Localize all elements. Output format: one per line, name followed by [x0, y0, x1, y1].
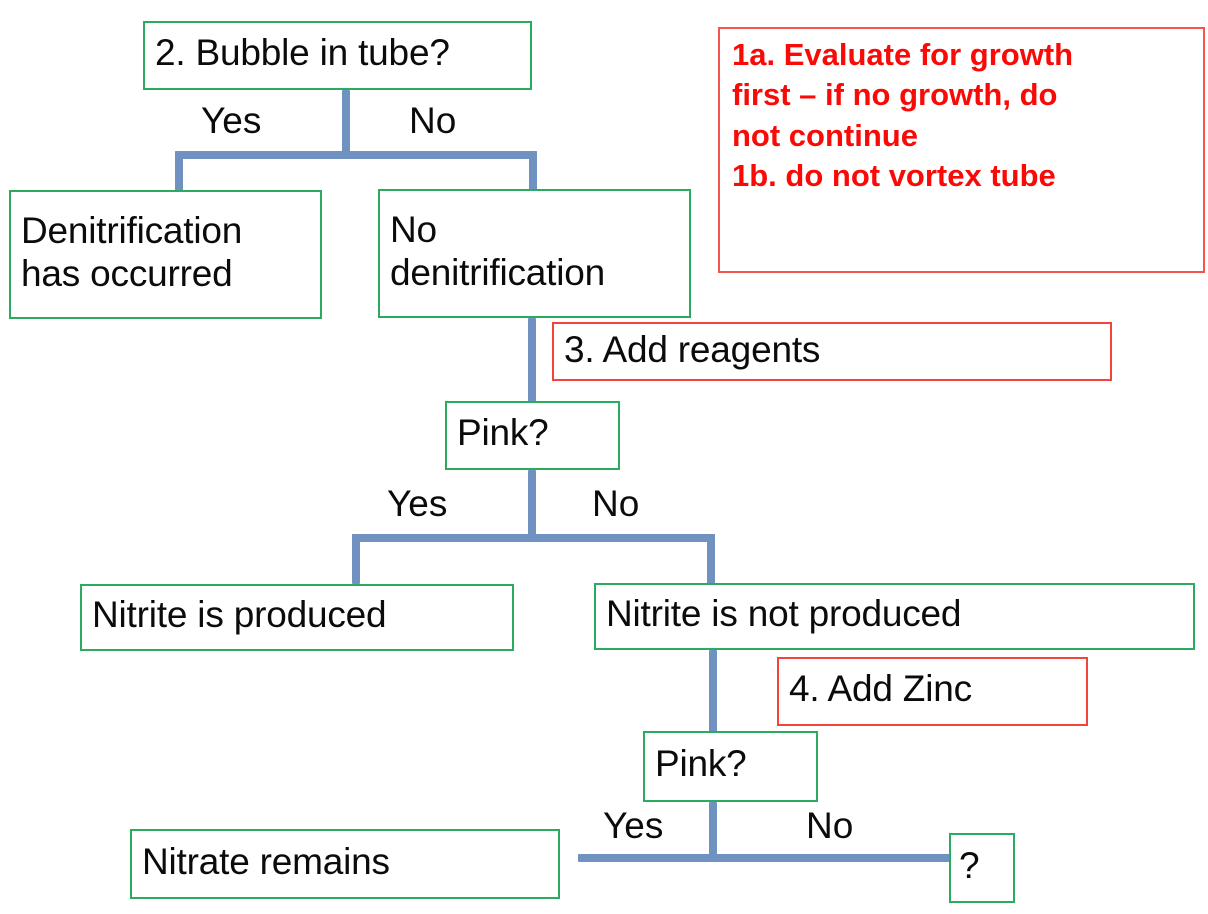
node-no-denitrification-line-1: No	[390, 208, 437, 250]
connector-bubble-branch-bar	[175, 151, 537, 159]
connector-pink1-branch-bar	[352, 534, 715, 542]
node-no-denitrification-line-2: denitrification	[390, 251, 606, 293]
connector-no-denitrification-stem	[528, 318, 536, 404]
connector-pink1-stem	[528, 470, 536, 538]
node-pink-question-2-label: Pink?	[655, 743, 747, 785]
node-bubble-in-tube-label: 2. Bubble in tube?	[155, 32, 450, 74]
node-nitrite-is-produced[interactable]: Nitrite is produced	[80, 584, 514, 651]
connector-pink2-stem	[709, 802, 717, 860]
connector-nitrite-not-produced-stem	[709, 650, 717, 734]
node-pink-question-1-label: Pink?	[457, 412, 549, 454]
branch-label-bubble-no: No	[409, 100, 457, 141]
branch-label-bubble-yes: Yes	[201, 100, 262, 141]
node-pink-question-1[interactable]: Pink?	[445, 401, 620, 470]
node-add-zinc-step[interactable]: 4. Add Zinc	[777, 657, 1088, 726]
node-nitrite-is-not-produced-label: Nitrite is not produced	[606, 593, 962, 635]
warning-callout: 1a. Evaluate for growth first – if no gr…	[718, 27, 1205, 273]
warning-line-4: 1b. do not vortex tube	[732, 157, 1056, 193]
node-add-zinc-label: 4. Add Zinc	[789, 668, 972, 710]
connector-bubble-yes-drop	[175, 151, 183, 194]
node-denitrification-has-occurred[interactable]: Denitrification has occurred	[9, 190, 322, 319]
connector-pink2-branch-bar	[578, 854, 950, 862]
warning-line-1: 1a. Evaluate for growth	[732, 37, 1074, 72]
connector-pink1-no-drop	[707, 534, 715, 584]
node-bubble-in-tube-question[interactable]: 2. Bubble in tube?	[143, 21, 532, 90]
branch-label-pink2-no: No	[806, 805, 854, 846]
warning-line-3: not continue	[732, 117, 918, 153]
node-nitrite-is-not-produced[interactable]: Nitrite is not produced	[594, 583, 1195, 650]
node-denitrification-has-occurred-line-2: has occurred	[21, 252, 233, 294]
connector-bubble-no-drop	[529, 151, 537, 194]
branch-label-pink1-no: No	[592, 483, 640, 524]
branch-label-pink1-yes: Yes	[387, 483, 448, 524]
node-unknown-result-label: ?	[959, 844, 980, 886]
warning-line-2: first – if no growth, do	[732, 77, 1058, 113]
node-nitrite-is-produced-label: Nitrite is produced	[92, 594, 387, 636]
node-no-denitrification[interactable]: No denitrification	[378, 189, 691, 318]
node-add-reagents-label: 3. Add reagents	[564, 329, 821, 371]
connector-bubble-stem	[342, 90, 350, 157]
node-denitrification-has-occurred-line-1: Denitrification	[21, 209, 243, 251]
node-nitrate-remains-label: Nitrate remains	[142, 840, 390, 882]
node-nitrate-remains[interactable]: Nitrate remains	[130, 829, 560, 899]
node-pink-question-2[interactable]: Pink?	[643, 731, 818, 802]
branch-label-pink2-yes: Yes	[603, 805, 664, 846]
node-add-reagents-step[interactable]: 3. Add reagents	[552, 322, 1112, 381]
node-unknown-result[interactable]: ?	[949, 833, 1015, 903]
connector-pink1-yes-drop	[352, 534, 360, 584]
